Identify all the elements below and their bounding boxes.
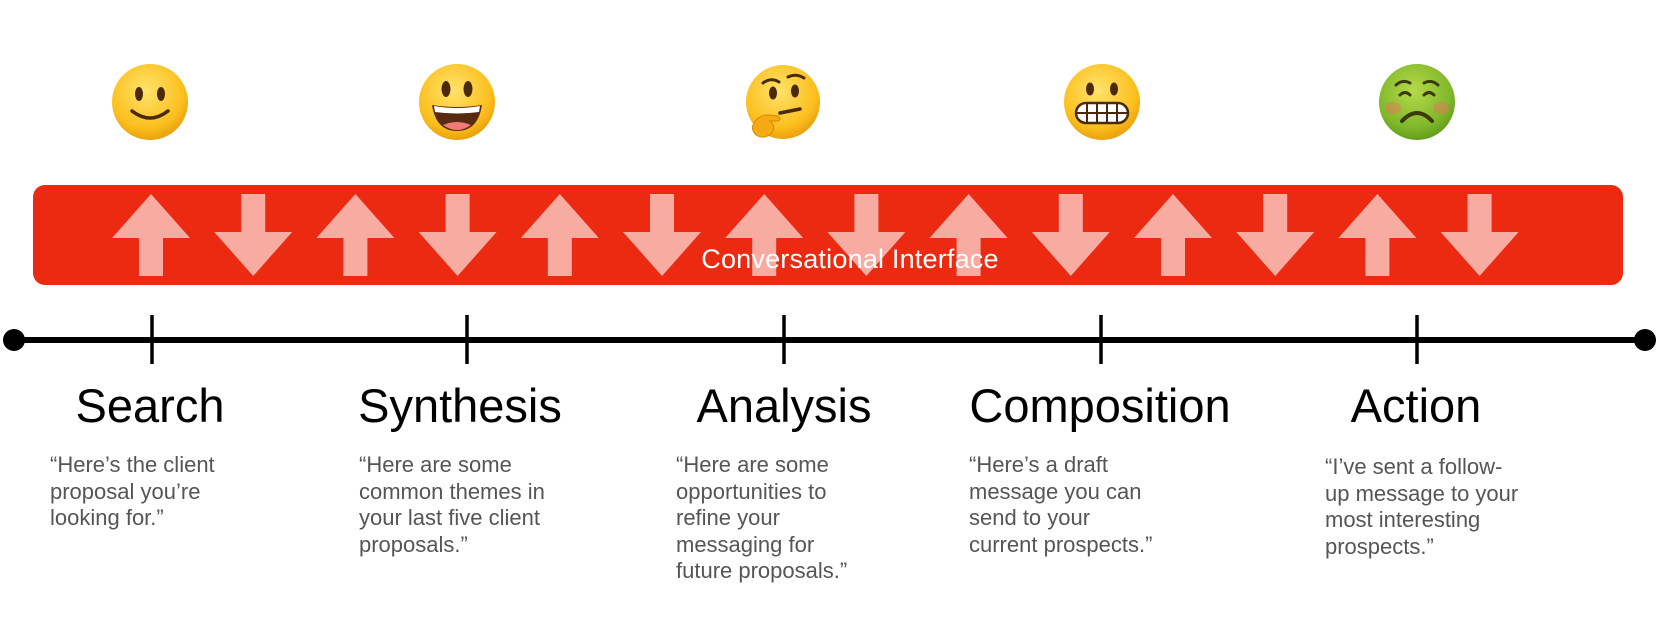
arrow-up-icon: [1338, 194, 1417, 276]
conversational-interface-band: Conversational Interface: [33, 185, 1623, 285]
arrow-down-icon: [827, 194, 906, 276]
arrow-up-icon: [929, 194, 1008, 276]
arrow-up-icon: [316, 194, 395, 276]
grimacing-face-icon: [1063, 63, 1141, 141]
arrow-down-icon: [1031, 194, 1110, 276]
arrow-down-icon: [1236, 194, 1315, 276]
stage-title-analysis: Analysis: [696, 379, 872, 432]
timeline-start-dot: [3, 329, 25, 351]
arrow-up-icon: [1134, 194, 1212, 276]
arrow-up-icon: [112, 194, 190, 276]
arrow-down-icon: [214, 194, 293, 276]
grinning-face-icon: [418, 63, 496, 141]
arrow-down-icon: [1440, 194, 1519, 276]
arrow-down-icon: [623, 194, 701, 276]
arrow-down-icon: [418, 194, 497, 276]
stage-title-synthesis: Synthesis: [358, 379, 562, 432]
nauseated-face-icon: [1378, 63, 1456, 141]
stage-quote-search: “Here’s the client proposal you’re looki…: [50, 452, 215, 530]
thinking-face-icon: [744, 63, 822, 141]
stage-quote-composition: “Here’s a draft message you can send to …: [969, 452, 1153, 557]
stage-title-action: Action: [1350, 379, 1482, 432]
band-label: Conversational Interface: [701, 244, 999, 274]
stage-quote-action: “I’ve sent a follow- up message to your …: [1325, 454, 1519, 559]
timeline-end-dot: [1634, 329, 1656, 351]
arrows-layer: [112, 194, 1519, 276]
stage-quote-synthesis: “Here are some common themes in your las…: [359, 452, 545, 557]
timeline: [3, 315, 1656, 364]
arrow-up-icon: [520, 194, 599, 276]
stage-quote-analysis: “Here are some opportunities to refine y…: [676, 452, 848, 583]
arrow-up-icon: [725, 194, 804, 276]
stage-title-search: Search: [75, 379, 225, 432]
slightly-smiling-face-icon: [111, 63, 189, 141]
stage-title-composition: Composition: [969, 379, 1231, 432]
